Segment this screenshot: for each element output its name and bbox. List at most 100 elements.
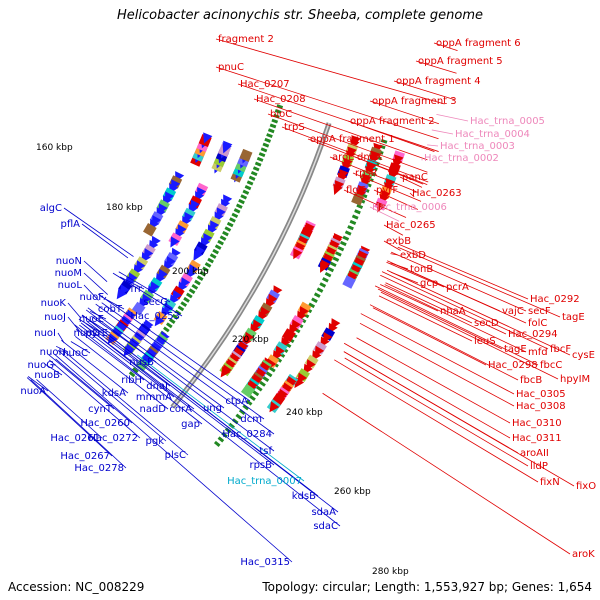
gene-label: secG [143,297,168,308]
leader-line [409,192,415,198]
tick-mark [274,109,282,114]
tick-mark [260,147,268,153]
leader-line [137,354,305,482]
gene-label: nuoM [55,268,82,279]
leader-line [384,284,527,353]
genome-backbone [170,122,332,409]
gene-label: dcm [240,414,262,425]
tick-mark [177,305,185,312]
tick-mark [196,275,204,281]
gene-label: nuoA [20,386,46,397]
scale-label: 280 kbp [372,567,409,577]
gene-label: exbB [386,236,411,247]
gene-label: oppA fragment 6 [436,38,521,49]
gene-label: Hac_0253 [130,311,180,322]
tick-mark [222,230,229,237]
gene-label: nuoB [34,370,60,381]
scale-label: 240 kbp [286,408,323,418]
tick-mark [202,266,209,273]
gene-label: fbcF [550,344,571,355]
leader-line [83,284,99,301]
tick-mark [332,256,340,262]
leader-line [45,363,63,376]
gene-label: Hac_0311 [512,433,562,444]
tick-mark [168,318,176,325]
gene-label: nuoK [41,298,67,309]
gene-label: Hac_0315 [240,557,290,568]
leader-line [334,359,539,483]
gene-label: Hac_0278 [74,463,124,474]
gene-label: Hac_trna_0005 [470,116,545,127]
leader-line [215,66,439,140]
tick-mark [322,277,329,283]
gene-label: ung [203,403,222,414]
gene-label: pflA [61,219,81,230]
gene-label: corA [169,404,192,415]
leader-line [377,288,503,350]
tick-mark [269,366,276,373]
gene-label: ctpA [225,396,248,407]
gene-label: mfd [528,347,548,358]
gene-label: hpyIM [560,374,590,385]
gene-label: tagE [562,312,585,323]
leader-line [70,341,91,354]
leader-line [415,60,457,74]
gene-arrow [293,248,303,260]
tick-mark [262,142,270,148]
leader-line [118,271,171,303]
gene-label: sdaC [313,521,338,532]
tick-mark [246,180,254,186]
tick-mark [335,251,342,257]
tick-mark [224,427,232,434]
tick-mark [238,198,245,205]
gene-label: oppA fragment 3 [372,96,457,107]
leader-line [372,307,487,366]
tick-mark [191,284,199,290]
tick-mark [238,409,246,416]
scale-label: 180 kbp [106,203,143,213]
leader-line [57,350,167,442]
leader-line [253,98,428,161]
tick-mark [213,440,221,447]
leader-line [63,207,134,257]
tick-mark [302,312,310,319]
gene-label: Hac_0305 [516,389,566,400]
gene-label: Hac_0267 [60,451,110,462]
leader-line [390,251,527,312]
gene-label: vajC [502,306,524,317]
gene-label: Hac_0265 [386,220,436,231]
leader-line [267,113,428,173]
tick-mark [199,270,207,277]
tick-mark [269,123,277,129]
gene-label: oppA fragment 1 [310,134,395,145]
leader-line [356,337,511,424]
tick-mark [265,371,273,378]
gene-label: Hac_0294 [508,329,558,340]
leader-line [369,206,400,222]
tick-mark [183,296,190,303]
leader-line [399,176,423,188]
gene-label: aroAII [520,448,549,459]
leader-line [347,120,435,152]
tick-mark [278,352,286,358]
tick-mark [356,203,364,209]
gene-label: Hac_0284 [222,429,272,440]
tick-mark [244,185,252,191]
leader-line [74,335,169,410]
tick-mark [262,376,270,383]
tick-mark [132,367,139,374]
label-leader-lines [26,38,575,563]
tick-mark [219,235,227,241]
gene-label: mmmA [136,392,172,403]
leader-line [74,324,203,425]
leader-line [393,80,455,100]
gene-label: nuoI [34,328,56,339]
gene-label: plsC [165,450,186,461]
leader-line [343,351,575,487]
tick-mark [340,240,347,247]
scale-label: 260 kbp [334,487,371,497]
tick-mark [224,226,232,232]
tick-mark [217,239,224,246]
tick-mark [316,287,324,293]
